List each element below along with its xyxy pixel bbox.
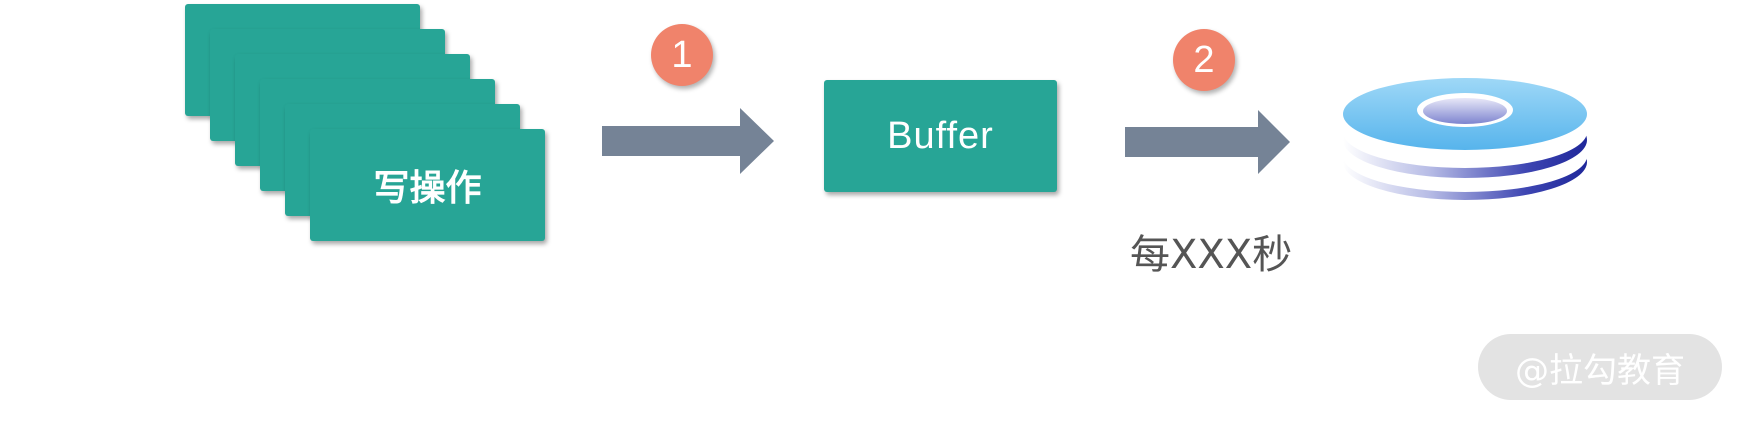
arrow-right-icon [602,108,774,174]
buffer-label: Buffer [887,114,994,157]
watermark-badge: @拉勾教育 [1478,334,1722,400]
disk-stack-icon [1343,78,1587,200]
interval-label: 每XXX秒 [1130,232,1293,278]
step-2-badge: 2 [1173,29,1235,91]
buffer-box: Buffer [824,80,1057,192]
step-2-number: 2 [1193,38,1215,81]
write-op-card-front: 写操作 [310,129,545,241]
step-1-number: 1 [671,33,693,76]
watermark-text: @拉勾教育 [1515,350,1685,391]
arrow-right-icon [1125,110,1290,174]
write-op-label: 写操作 [373,168,482,209]
step-1-badge: 1 [651,24,713,86]
